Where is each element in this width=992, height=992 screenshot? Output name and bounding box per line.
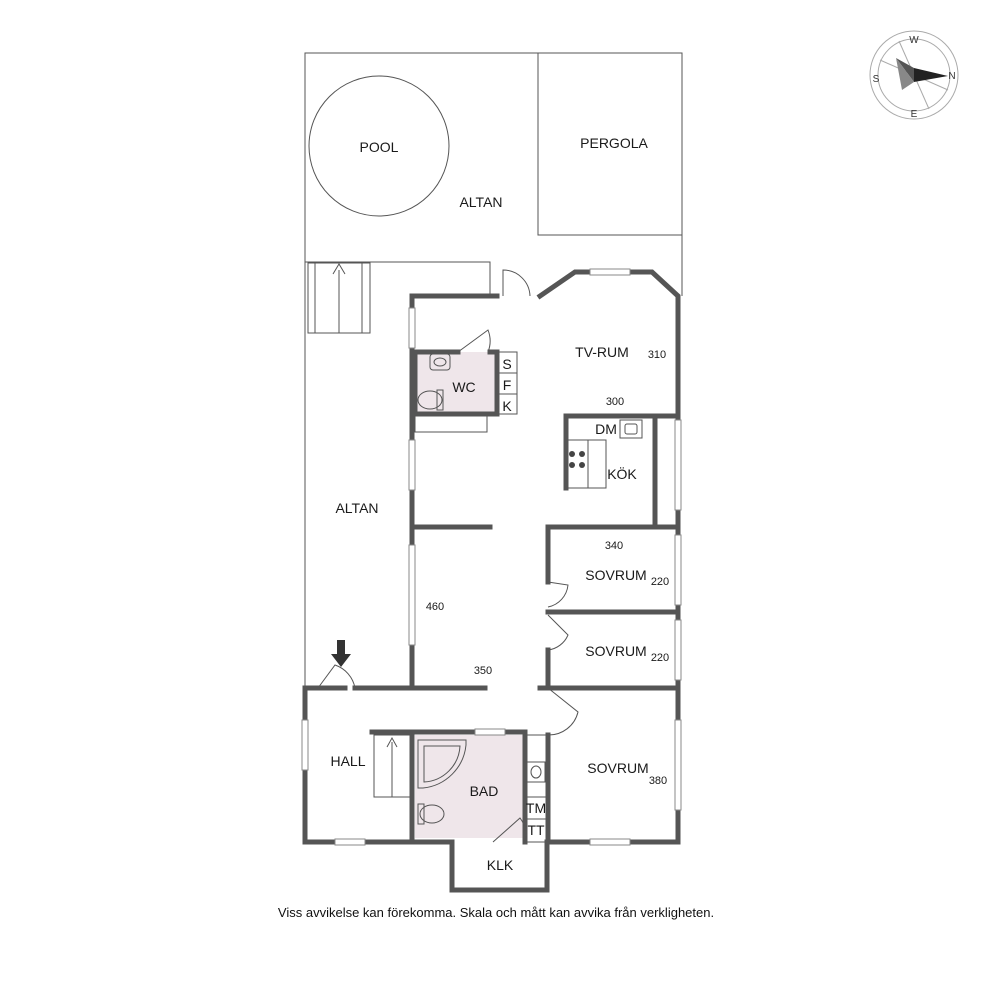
compass-w: W <box>909 35 919 46</box>
interior-walls <box>302 349 681 845</box>
windows <box>301 268 682 846</box>
room-label-pergola: PERGOLA <box>580 135 648 151</box>
wc-toilet-icon <box>417 389 444 411</box>
room-label-sovrum-1: SOVRUM <box>585 567 646 583</box>
bad-floor <box>415 735 525 838</box>
dim-sovrum1-width: 340 <box>605 540 623 552</box>
appliance-label-tm: TM <box>526 800 546 816</box>
appliance-label-dm: DM <box>595 421 617 437</box>
room-label-tvrum: TV-RUM <box>575 344 629 360</box>
compass-rose-icon: N S E W <box>869 30 959 120</box>
room-label-kok: KÖK <box>607 465 637 482</box>
dim-sovrum1-height: 220 <box>651 576 669 588</box>
kitchen-counter <box>565 439 607 489</box>
room-label-sovrum-3: SOVRUM <box>587 760 648 776</box>
dim-sovrum3-height: 380 <box>649 775 667 787</box>
altan-outline <box>304 52 683 688</box>
appliance-label-tt: TT <box>527 822 545 838</box>
kitchen-sink-icon <box>619 419 643 439</box>
corner-bath-icon <box>417 739 467 789</box>
compass-e: E <box>911 109 918 120</box>
room-label-sovrum-2: SOVRUM <box>585 643 646 659</box>
dim-hallway-height: 460 <box>426 601 444 613</box>
room-label-bad: BAD <box>470 783 499 799</box>
pool-circle <box>308 75 450 217</box>
wc-floor <box>415 352 497 414</box>
disclaimer-text: Viss avvikelse kan förekomma. Skala och … <box>277 905 715 920</box>
room-label-klk: KLK <box>487 857 514 873</box>
pergola-area <box>537 52 683 236</box>
dim-tvrum-height: 310 <box>648 349 666 361</box>
closet-label-k: K <box>502 398 512 414</box>
dim-tvrum-width: 300 <box>606 396 624 408</box>
hall-stairs <box>373 734 411 798</box>
room-label-pool: POOL <box>360 139 399 155</box>
closet-label-s: S <box>502 356 511 372</box>
wc-sink-icon <box>429 353 451 371</box>
closet-label-f: F <box>503 377 512 393</box>
doors <box>317 269 579 843</box>
entrance-arrow-icon <box>331 640 351 667</box>
outdoor-stairs <box>307 262 371 334</box>
dim-sovrum2-height: 220 <box>651 652 669 664</box>
room-label-hall: HALL <box>330 753 365 769</box>
room-label-altan-side: ALTAN <box>335 500 378 516</box>
compass-s: S <box>873 74 880 85</box>
room-label-wc: WC <box>452 379 475 395</box>
compass-n: N <box>948 71 955 82</box>
dim-hallway-width: 350 <box>474 665 492 677</box>
bath-toilet-icon <box>417 803 445 825</box>
room-label-altan-top: ALTAN <box>459 194 502 210</box>
bath-sink-icon <box>526 761 546 783</box>
stove-icon <box>569 451 585 468</box>
